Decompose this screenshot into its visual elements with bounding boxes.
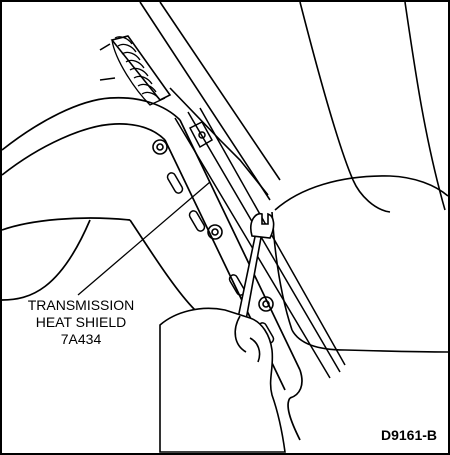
callout-label: TRANSMISSION HEAT SHIELD 7A434 — [6, 297, 156, 348]
bolt-3 — [258, 296, 274, 312]
floor-pan — [99, 1, 281, 201]
figure-code: D9161-B — [380, 427, 437, 443]
hand — [159, 307, 286, 453]
callout-part-number: 7A434 — [60, 331, 102, 347]
callout-line-1: TRANSMISSION — [27, 297, 135, 313]
wiring-conduit — [111, 36, 166, 106]
callout-leader-line — [77, 181, 211, 296]
clip — [188, 121, 214, 149]
callout-line-2: HEAT SHIELD — [35, 314, 127, 330]
wrench — [237, 212, 275, 321]
bolt-1 — [152, 139, 168, 155]
bolt-2 — [207, 224, 223, 240]
